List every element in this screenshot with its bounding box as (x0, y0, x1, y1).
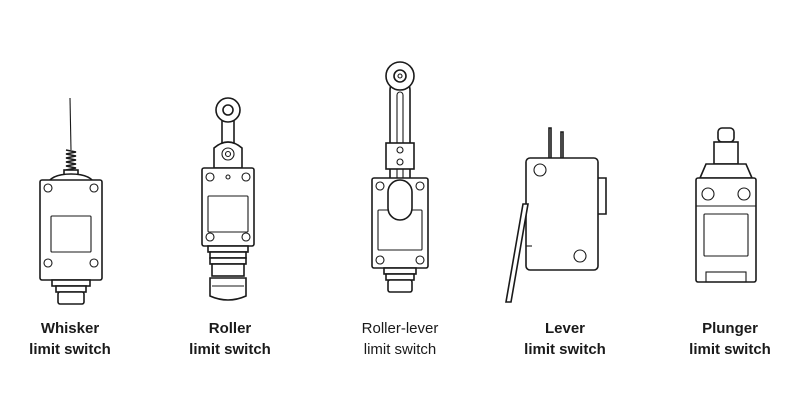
caption-lever-line2: limit switch (524, 341, 606, 358)
whisker-wire (69, 97, 72, 151)
plunger-body (695, 177, 757, 283)
plunger-tip (717, 127, 735, 143)
roller-lever-connector (387, 279, 413, 293)
lever-arm (505, 203, 529, 303)
whisker-body (39, 179, 103, 281)
caption-roller-lever: Roller-lever limit switch (320, 318, 480, 360)
plunger-head (698, 163, 754, 179)
caption-roller-lever-line2: limit switch (363, 341, 437, 358)
plunger-stem (713, 141, 739, 165)
caption-whisker-line1: Whisker (40, 320, 100, 337)
caption-roller-line2: limit switch (189, 341, 271, 358)
caption-plunger: Plunger limit switch (650, 318, 800, 360)
roller-switch-illustration (201, 97, 255, 301)
whisker-window (50, 215, 92, 253)
lever-terminal-side (598, 177, 607, 215)
lever-switch-illustration (505, 127, 607, 303)
roller-gear-housing (213, 141, 243, 169)
caption-whisker-line2: limit switch (29, 341, 111, 358)
caption-roller-lever-line1: Roller-lever (361, 320, 439, 337)
lever-terminal-right (560, 131, 564, 160)
caption-plunger-line2: limit switch (689, 341, 771, 358)
roller-window (207, 195, 249, 233)
roller-gland (209, 277, 247, 301)
plunger-switch-illustration (695, 127, 757, 283)
caption-plunger-line1: Plunger (702, 320, 758, 337)
roller-lever-switch-illustration (371, 61, 429, 293)
whisker-spring (65, 149, 77, 171)
caption-whisker: Whisker limit switch (0, 318, 150, 360)
caption-roller-line1: Roller (208, 320, 252, 337)
whisker-connector (57, 291, 85, 305)
lever-terminal-left (548, 127, 552, 160)
roller-body (201, 167, 255, 247)
caption-lever: Lever limit switch (485, 318, 645, 360)
plunger-window (703, 213, 749, 257)
caption-lever-line1: Lever (544, 320, 586, 337)
whisker-switch-illustration (39, 97, 103, 305)
caption-roller: Roller limit switch (150, 318, 310, 360)
